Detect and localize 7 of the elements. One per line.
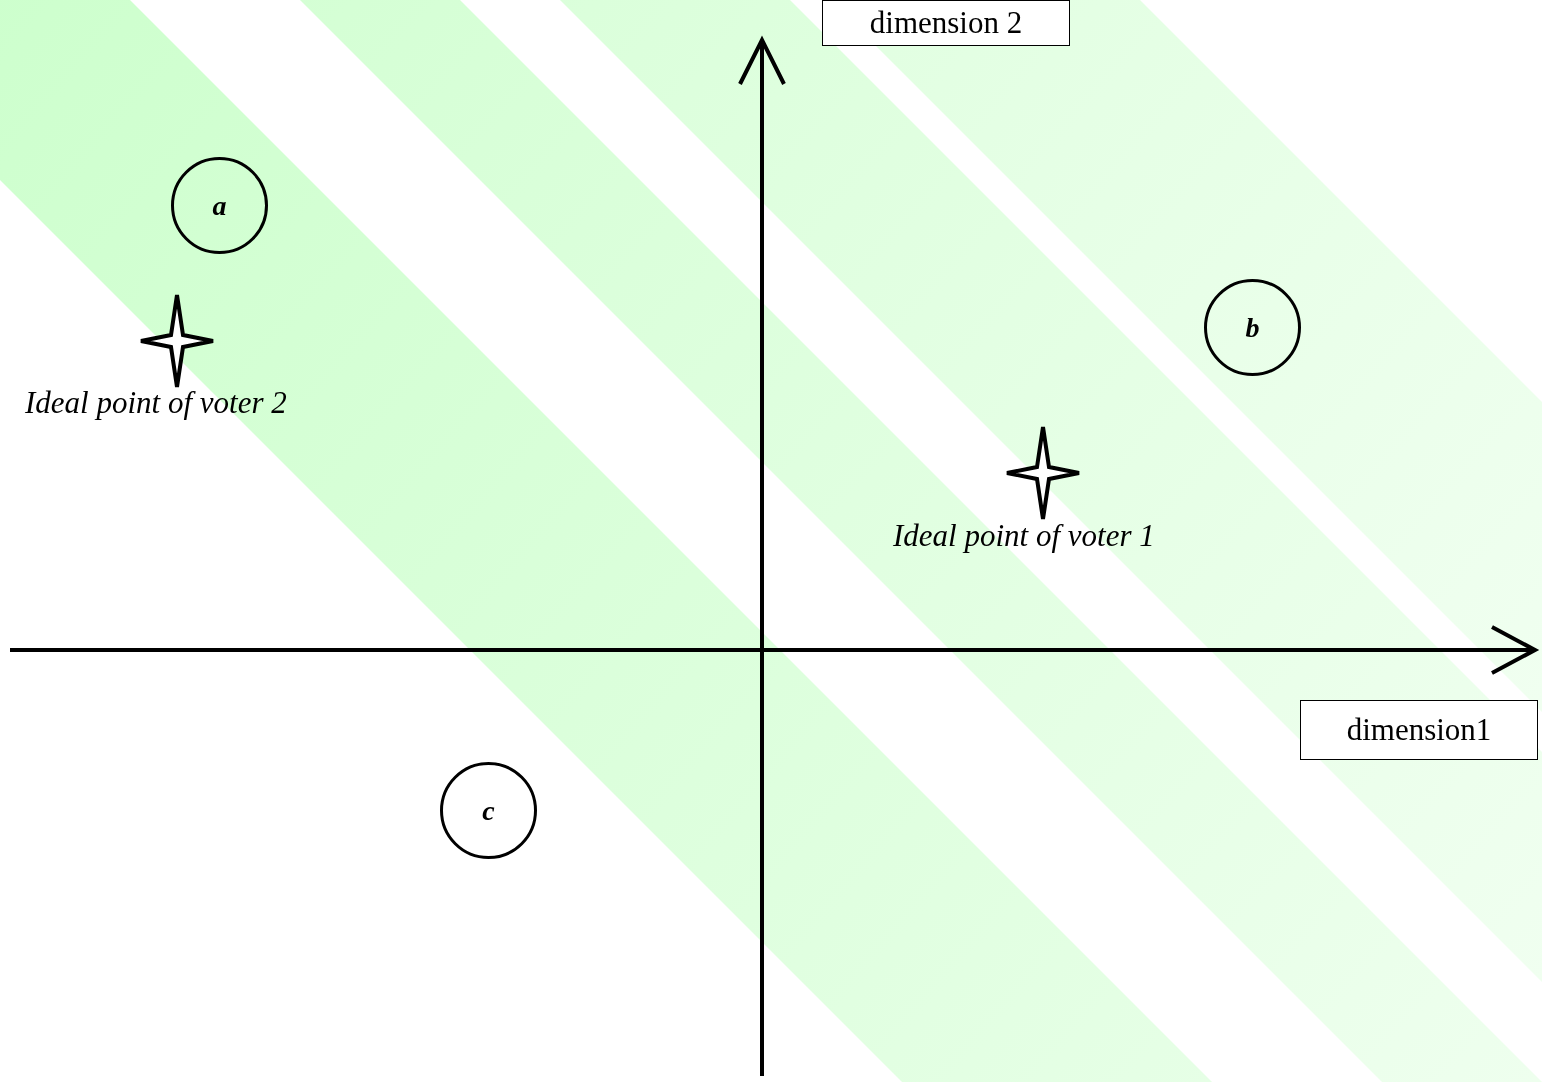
alternative-circle: a: [171, 157, 268, 254]
axis-label-box: dimension 2: [822, 0, 1070, 46]
ideal-point-label: Ideal point of voter 2: [25, 385, 287, 421]
alternative-circle: b: [1204, 279, 1301, 376]
axis-label-box: dimension1: [1300, 700, 1538, 760]
alternative-circle: c: [440, 762, 537, 859]
ideal-point-label: Ideal point of voter 1: [893, 518, 1155, 554]
